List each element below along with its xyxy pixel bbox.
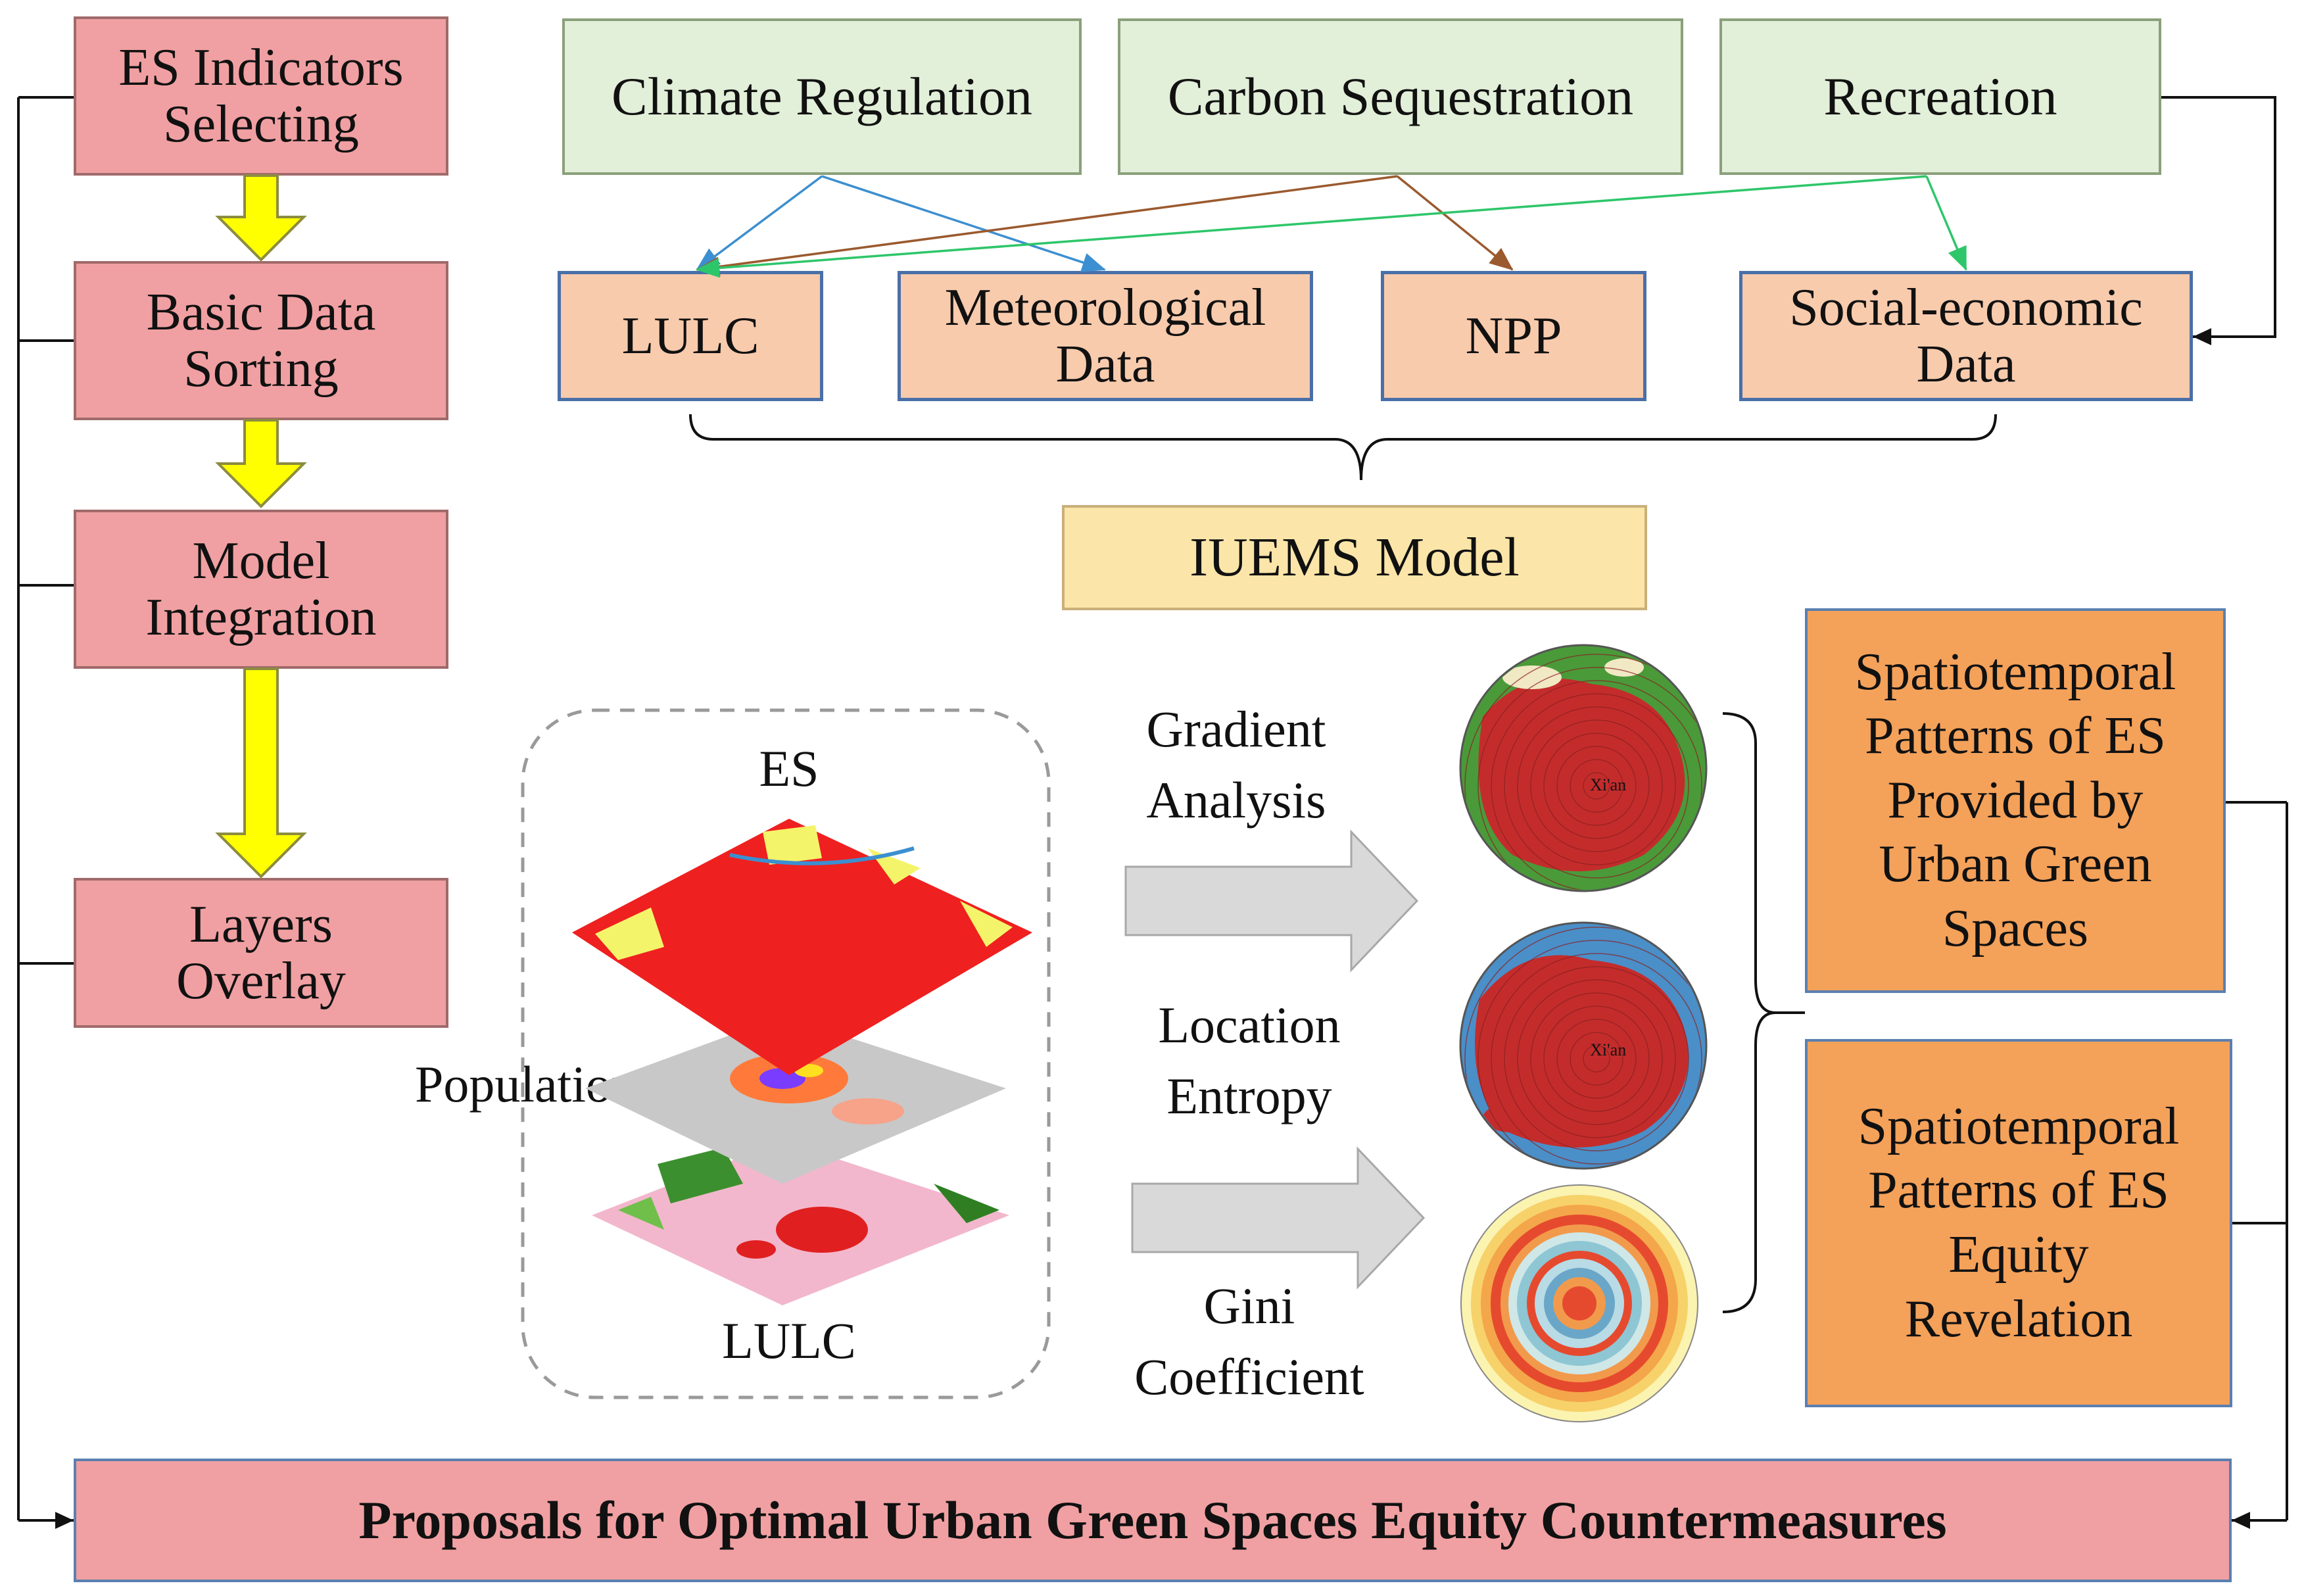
result-es-patterns: Spatiotemporal Patterns of ES Provided b… — [1805, 608, 2226, 993]
data-social-economic: Social-economic Data — [1739, 271, 2193, 401]
layer-population-map — [585, 1016, 1006, 1184]
step-basic-data-sorting: Basic Data Sorting — [74, 261, 448, 420]
recreation-elbow-arrow — [2161, 96, 2276, 345]
layer-lulc-map — [592, 1141, 1009, 1305]
service-climate-regulation: Climate Regulation — [562, 18, 1082, 175]
right-bracket-connector — [2226, 801, 2288, 1520]
final-label: Proposals for Optimal Urban Green Spaces… — [358, 1489, 1947, 1550]
data-label: NPP — [1465, 306, 1562, 365]
data-label: Meteorological Data — [944, 278, 1266, 393]
final-proposals: Proposals for Optimal Urban Green Spaces… — [74, 1459, 2232, 1582]
step-layers-overlay: Layers Overlay — [74, 878, 448, 1028]
maps-brace — [1722, 712, 1776, 1313]
service-label: Recreation — [1823, 66, 2057, 126]
analysis-location-entropy: Location Entropy — [1158, 996, 1341, 1124]
right-arrow-icon — [1124, 829, 1419, 973]
analysis-arrows — [1124, 829, 1426, 1290]
layer-label-es: ES — [759, 740, 819, 797]
down-arrow-icon — [215, 419, 307, 508]
flow-arrows — [215, 174, 307, 879]
result-label: Spatiotemporal Patterns of ES Provided b… — [1854, 642, 2176, 957]
step-label: Basic Data Sorting — [146, 283, 376, 398]
result-equity-patterns: Spatiotemporal Patterns of ES Equity Rev… — [1805, 1039, 2232, 1407]
step-label: Layers Overlay — [176, 895, 346, 1010]
service-data-links — [696, 175, 1967, 278]
model-label: IUEMS Model — [1189, 526, 1520, 588]
layer-label-lulc: LULC — [722, 1312, 856, 1369]
map-location-entropy: Xi'an — [1459, 921, 1708, 1170]
data-meteorological: Meteorological Data — [898, 271, 1313, 401]
step-label: Model Integration — [145, 531, 377, 646]
layer-es-map — [572, 819, 1032, 1075]
down-arrow-icon — [215, 174, 307, 262]
map-gini-coefficient — [1460, 1184, 1698, 1422]
service-recreation: Recreation — [1719, 18, 2161, 175]
data-npp: NPP — [1381, 271, 1646, 401]
result-label: Spatiotemporal Patterns of ES Equity Rev… — [1858, 1097, 2180, 1348]
map-city-label: Xi'an — [1590, 1040, 1626, 1059]
step-label: ES Indicators Selecting — [118, 38, 404, 153]
right-arrow-icon — [1131, 1146, 1426, 1290]
analysis-gradient: Gradient Analysis — [1146, 700, 1326, 829]
data-label: Social-economic Data — [1789, 278, 2143, 393]
service-label: Carbon Sequestration — [1167, 66, 1634, 126]
map-city-label: Xi'an — [1590, 775, 1626, 794]
data-brace — [689, 414, 1997, 481]
step-es-indicators-selecting: ES Indicators Selecting — [74, 16, 448, 176]
service-label: Climate Regulation — [612, 66, 1032, 126]
left-bracket-connector — [17, 96, 74, 1520]
data-lulc: LULC — [558, 271, 823, 401]
service-carbon-sequestration: Carbon Sequestration — [1118, 18, 1683, 175]
analysis-gini: Gini Coefficient — [1134, 1277, 1364, 1405]
down-arrow-icon — [215, 667, 307, 879]
map-gradient-analysis: Xi'an — [1459, 644, 1708, 892]
model-iuems: IUEMS Model — [1062, 505, 1647, 610]
data-label: LULC — [621, 306, 759, 365]
